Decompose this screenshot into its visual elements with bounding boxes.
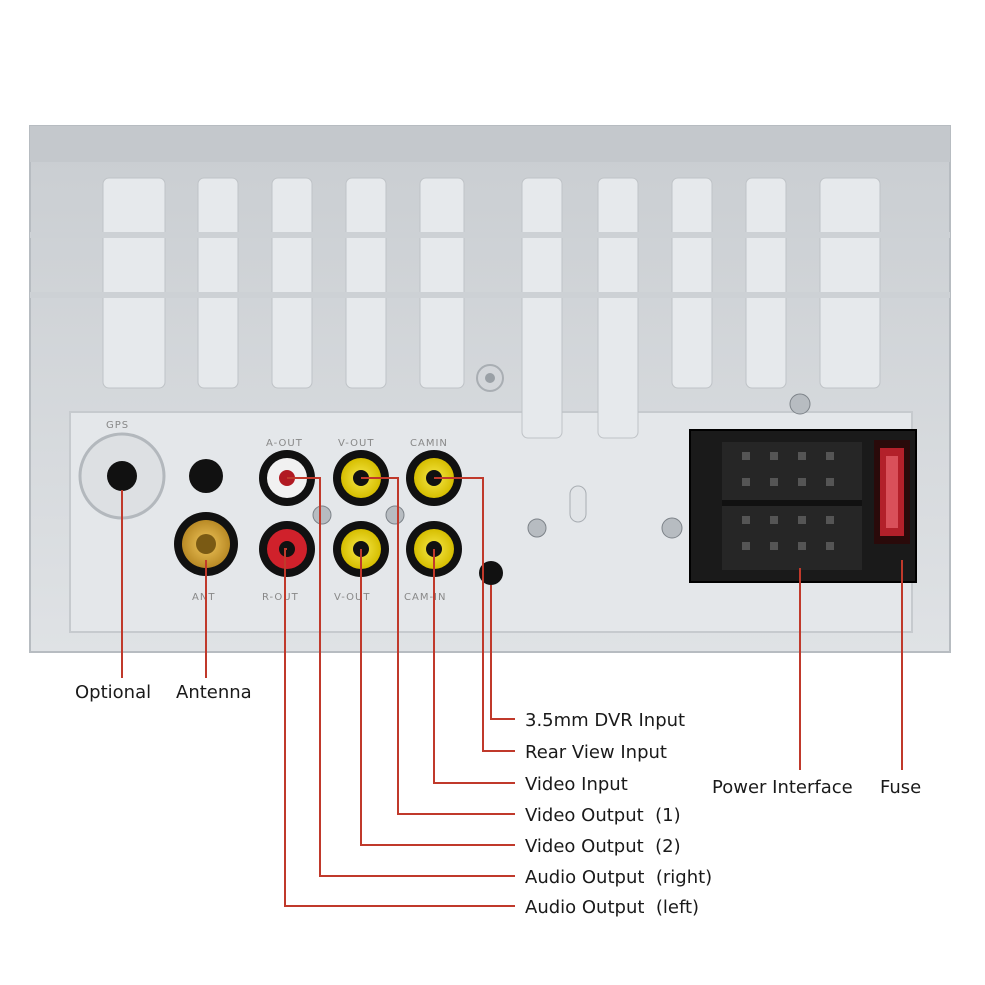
vent-fin <box>102 177 166 389</box>
leader-video-out-1 <box>361 477 515 815</box>
screw <box>789 393 811 415</box>
leader-audio-left <box>284 548 515 907</box>
label-video-input: Video Input <box>525 774 628 795</box>
vent-fin <box>197 177 239 389</box>
fuse-holder <box>874 440 910 544</box>
vent-rail-bottom <box>30 292 950 298</box>
screw-hole-center <box>485 373 495 383</box>
mic-port <box>189 459 223 493</box>
label-optional: Optional <box>75 682 151 703</box>
vent-fin <box>745 177 787 389</box>
vent-fins <box>30 177 950 439</box>
label-audio-output-right: Audio Output (right) <box>525 867 712 888</box>
label-rear-view-input: Rear View Input <box>525 742 667 763</box>
vent-fin <box>271 177 313 389</box>
panel-label-vout2: V-OUT <box>334 592 370 603</box>
slot-hole <box>569 485 587 523</box>
label-video-output-2: Video Output (2) <box>525 836 681 857</box>
screw <box>527 518 547 538</box>
vent-fin <box>419 177 465 389</box>
label-power-interface: Power Interface <box>712 777 853 798</box>
screw <box>312 505 332 525</box>
panel-label-rout: R-OUT <box>262 592 299 603</box>
vent-fin <box>819 177 881 389</box>
leader-dvr <box>490 585 515 720</box>
gps-port <box>78 432 166 520</box>
panel-label-cam2: CAM-IN <box>404 592 447 603</box>
leader-rear-view <box>434 477 515 752</box>
screw <box>385 505 405 525</box>
label-audio-output-left: Audio Output (left) <box>525 897 699 918</box>
leader-video-input <box>433 549 515 784</box>
panel-label-ant: ANT <box>192 592 215 603</box>
dvr-jack <box>479 561 503 585</box>
label-fuse: Fuse <box>880 777 921 798</box>
antenna-jack <box>174 512 238 576</box>
vent-fin <box>345 177 387 389</box>
chassis-top-edge <box>30 126 950 162</box>
label-antenna: Antenna <box>176 682 252 703</box>
vent-fin <box>671 177 713 389</box>
panel-label-vout: V-OUT <box>338 438 374 449</box>
label-video-output-1: Video Output (1) <box>525 805 681 826</box>
leader-lines <box>121 477 903 907</box>
vent-fin <box>597 177 639 439</box>
leader-video-out-2 <box>360 549 515 846</box>
vent-rail-top <box>30 232 950 238</box>
leader-audio-right <box>287 477 515 877</box>
label-dvr-input: 3.5mm DVR Input <box>525 710 685 731</box>
panel-label-cam: CAMIN <box>410 438 448 449</box>
panel-label-gps: GPS <box>106 420 129 431</box>
panel-label-aout: A-OUT <box>266 438 303 449</box>
screws <box>312 364 811 539</box>
vent-fin <box>521 177 563 439</box>
screw <box>661 517 683 539</box>
